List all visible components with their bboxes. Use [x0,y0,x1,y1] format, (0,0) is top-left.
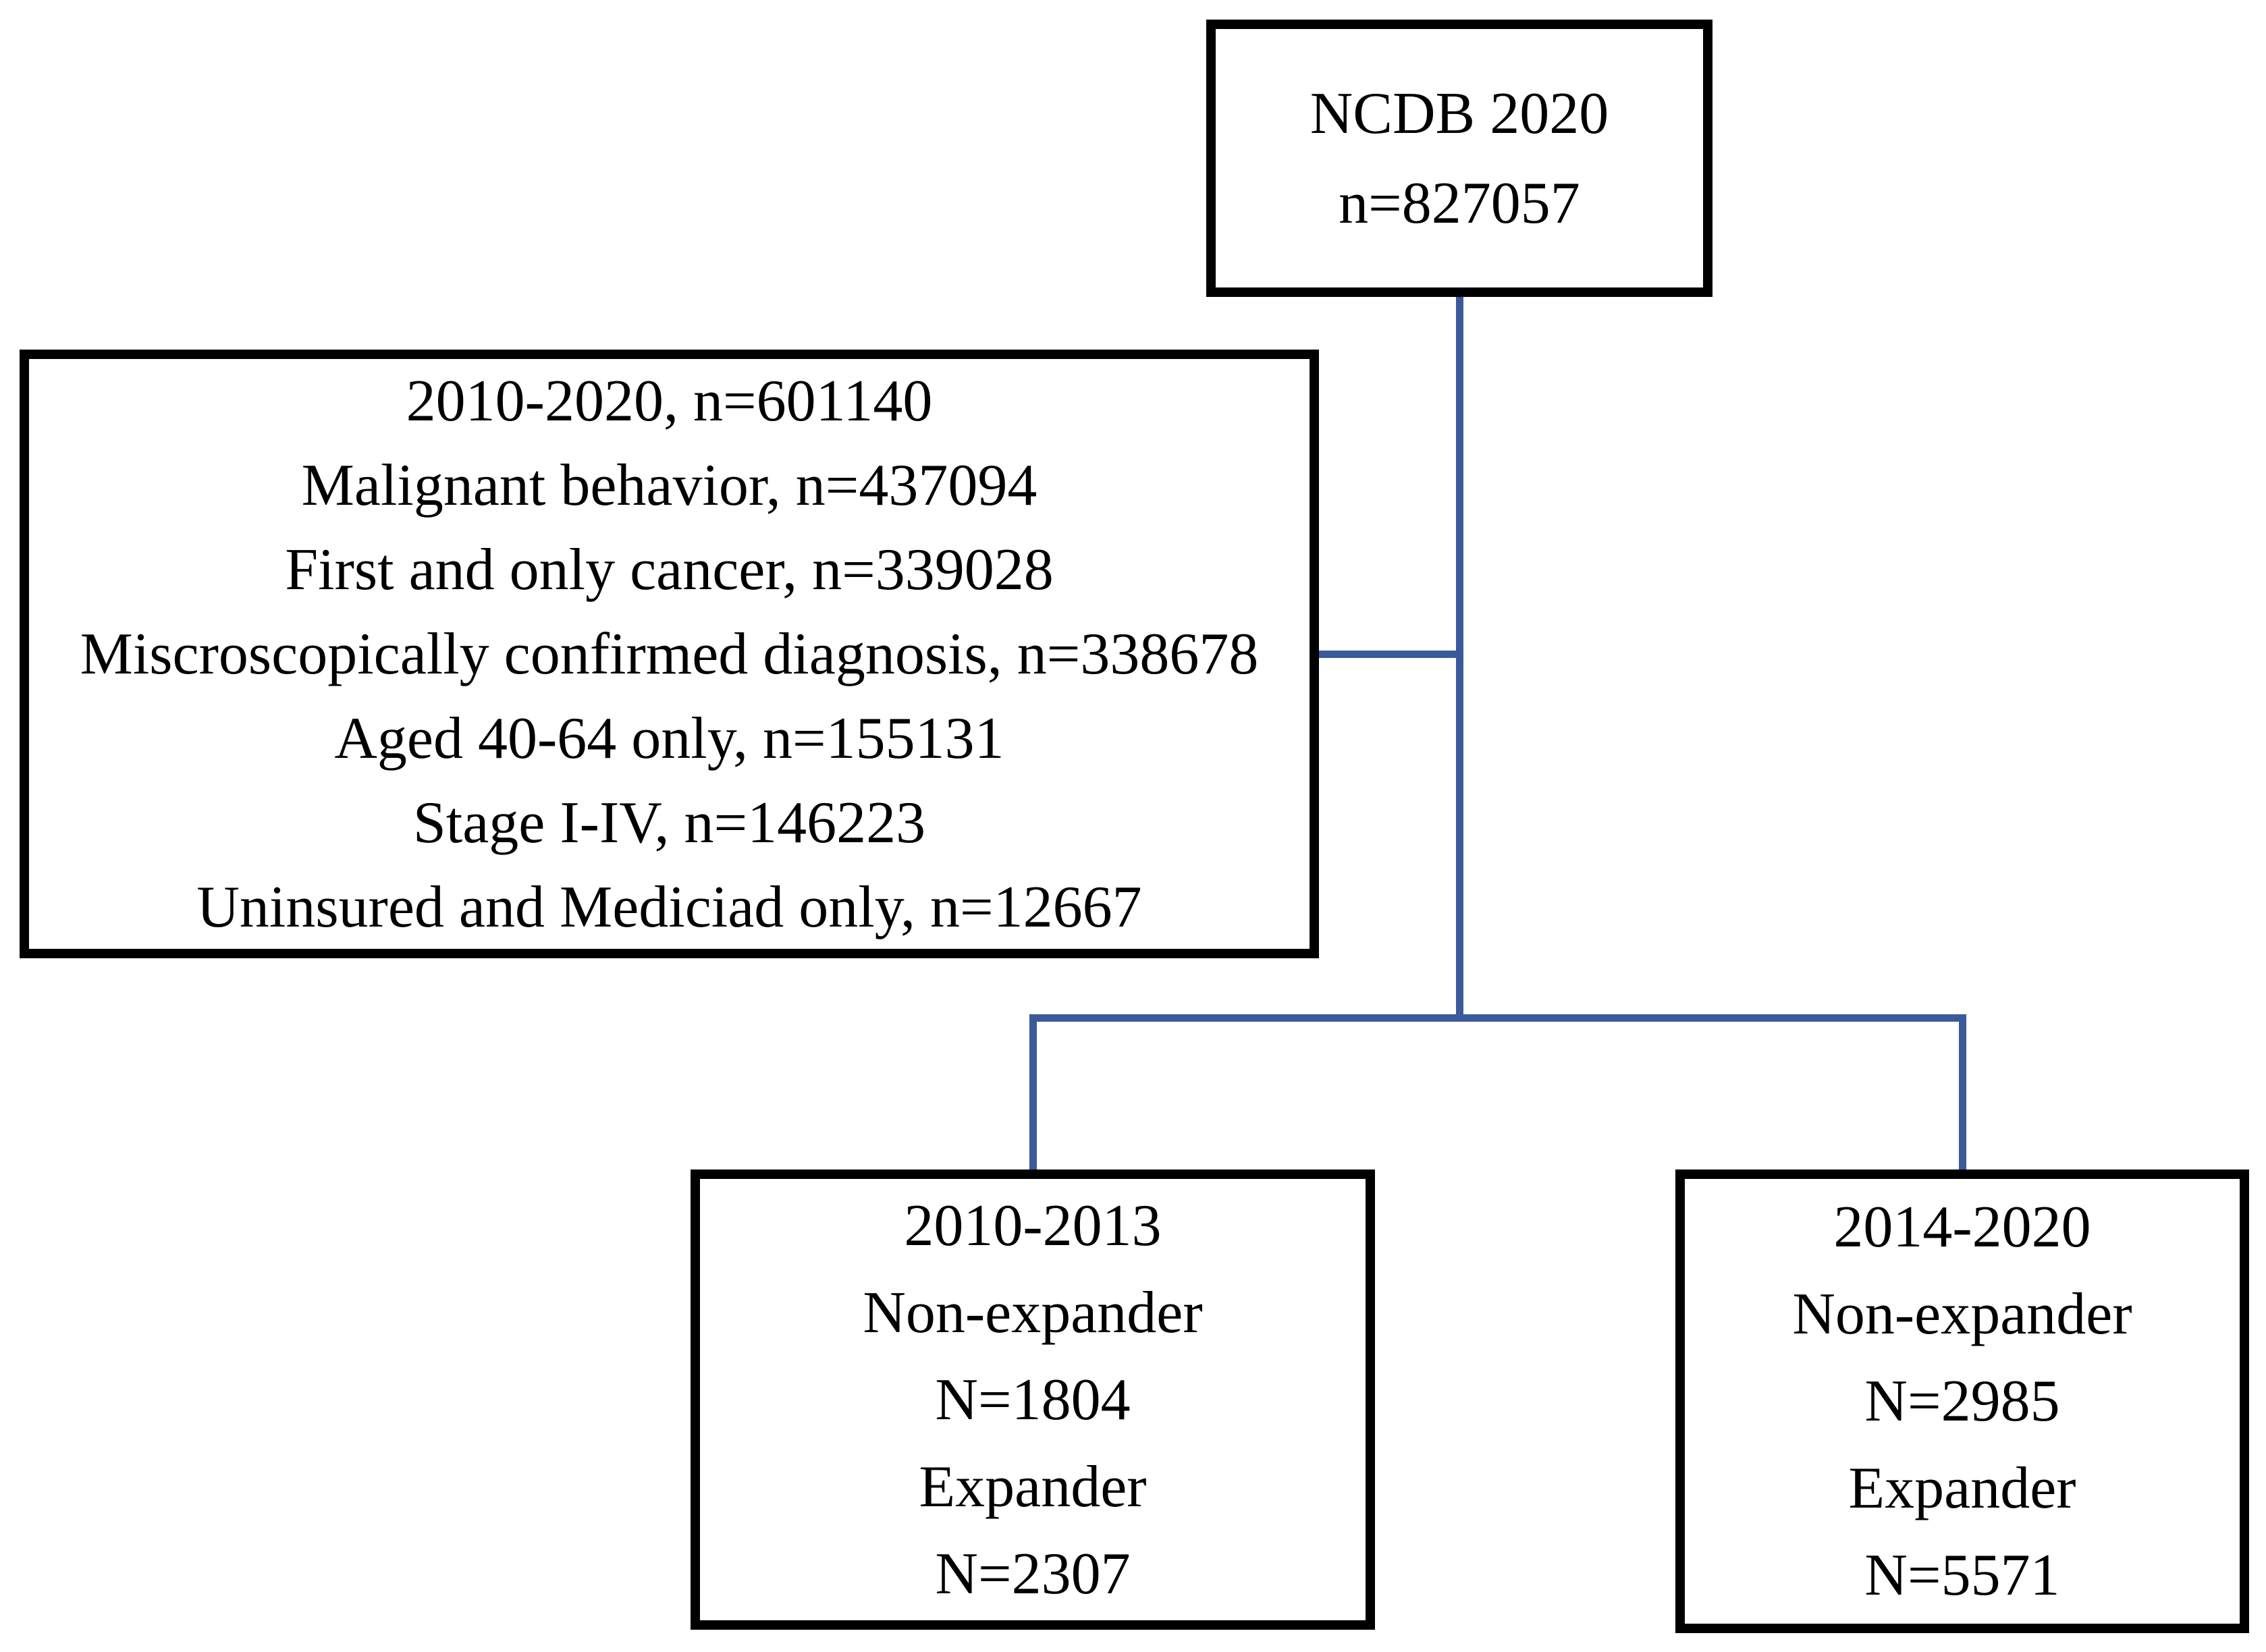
connector-drop-period2 [1959,1014,1966,1169]
period1-years: 2010-2013 [904,1192,1162,1259]
period2-nonexpander-label: Non-expander [1792,1282,2132,1347]
criteria-line: Aged 40-64 only, n=155131 [334,705,1004,771]
period2-years: 2014-2020 [1833,1194,2091,1260]
period1-nonexpander-count: N=1804 [935,1367,1131,1433]
root-box-title: NCDB 2020 [1310,80,1609,146]
period-2010-2013-box: 2010-2013 Non-expander N=1804 Expander N… [691,1169,1375,1630]
criteria-line: Miscroscopically confirmed diagnosis, n=… [80,621,1259,687]
criteria-line: First and only cancer, n=339028 [285,536,1054,603]
period2-expander-label: Expander [1848,1456,2076,1521]
root-box-ncdb: NCDB 2020 n=827057 [1206,20,1712,297]
period2-expander-count: N=5571 [1864,1543,2060,1608]
criteria-line: Stage I-IV, n=146223 [412,790,926,856]
root-box-count: n=827057 [1339,170,1580,236]
period1-expander-label: Expander [919,1454,1147,1520]
connector-drop-period1 [1029,1014,1037,1169]
criteria-line: Uninsured and Mediciad only, n=12667 [196,874,1142,940]
connector-root-to-branch [1456,295,1463,1022]
criteria-line: Malignant behavior, n=437094 [301,452,1037,518]
period1-expander-count: N=2307 [935,1541,1131,1607]
connector-branch-horizontal [1029,1014,1966,1022]
criteria-line: 2010-2020, n=601140 [406,368,933,434]
period-2014-2020-box: 2014-2020 Non-expander N=2985 Expander N… [1675,1169,2249,1633]
criteria-box: 2010-2020, n=601140 Malignant behavior, … [20,350,1319,958]
period2-nonexpander-count: N=2985 [1864,1369,2060,1434]
period1-nonexpander-label: Non-expander [863,1279,1203,1346]
connector-criteria-stub [1319,651,1461,658]
